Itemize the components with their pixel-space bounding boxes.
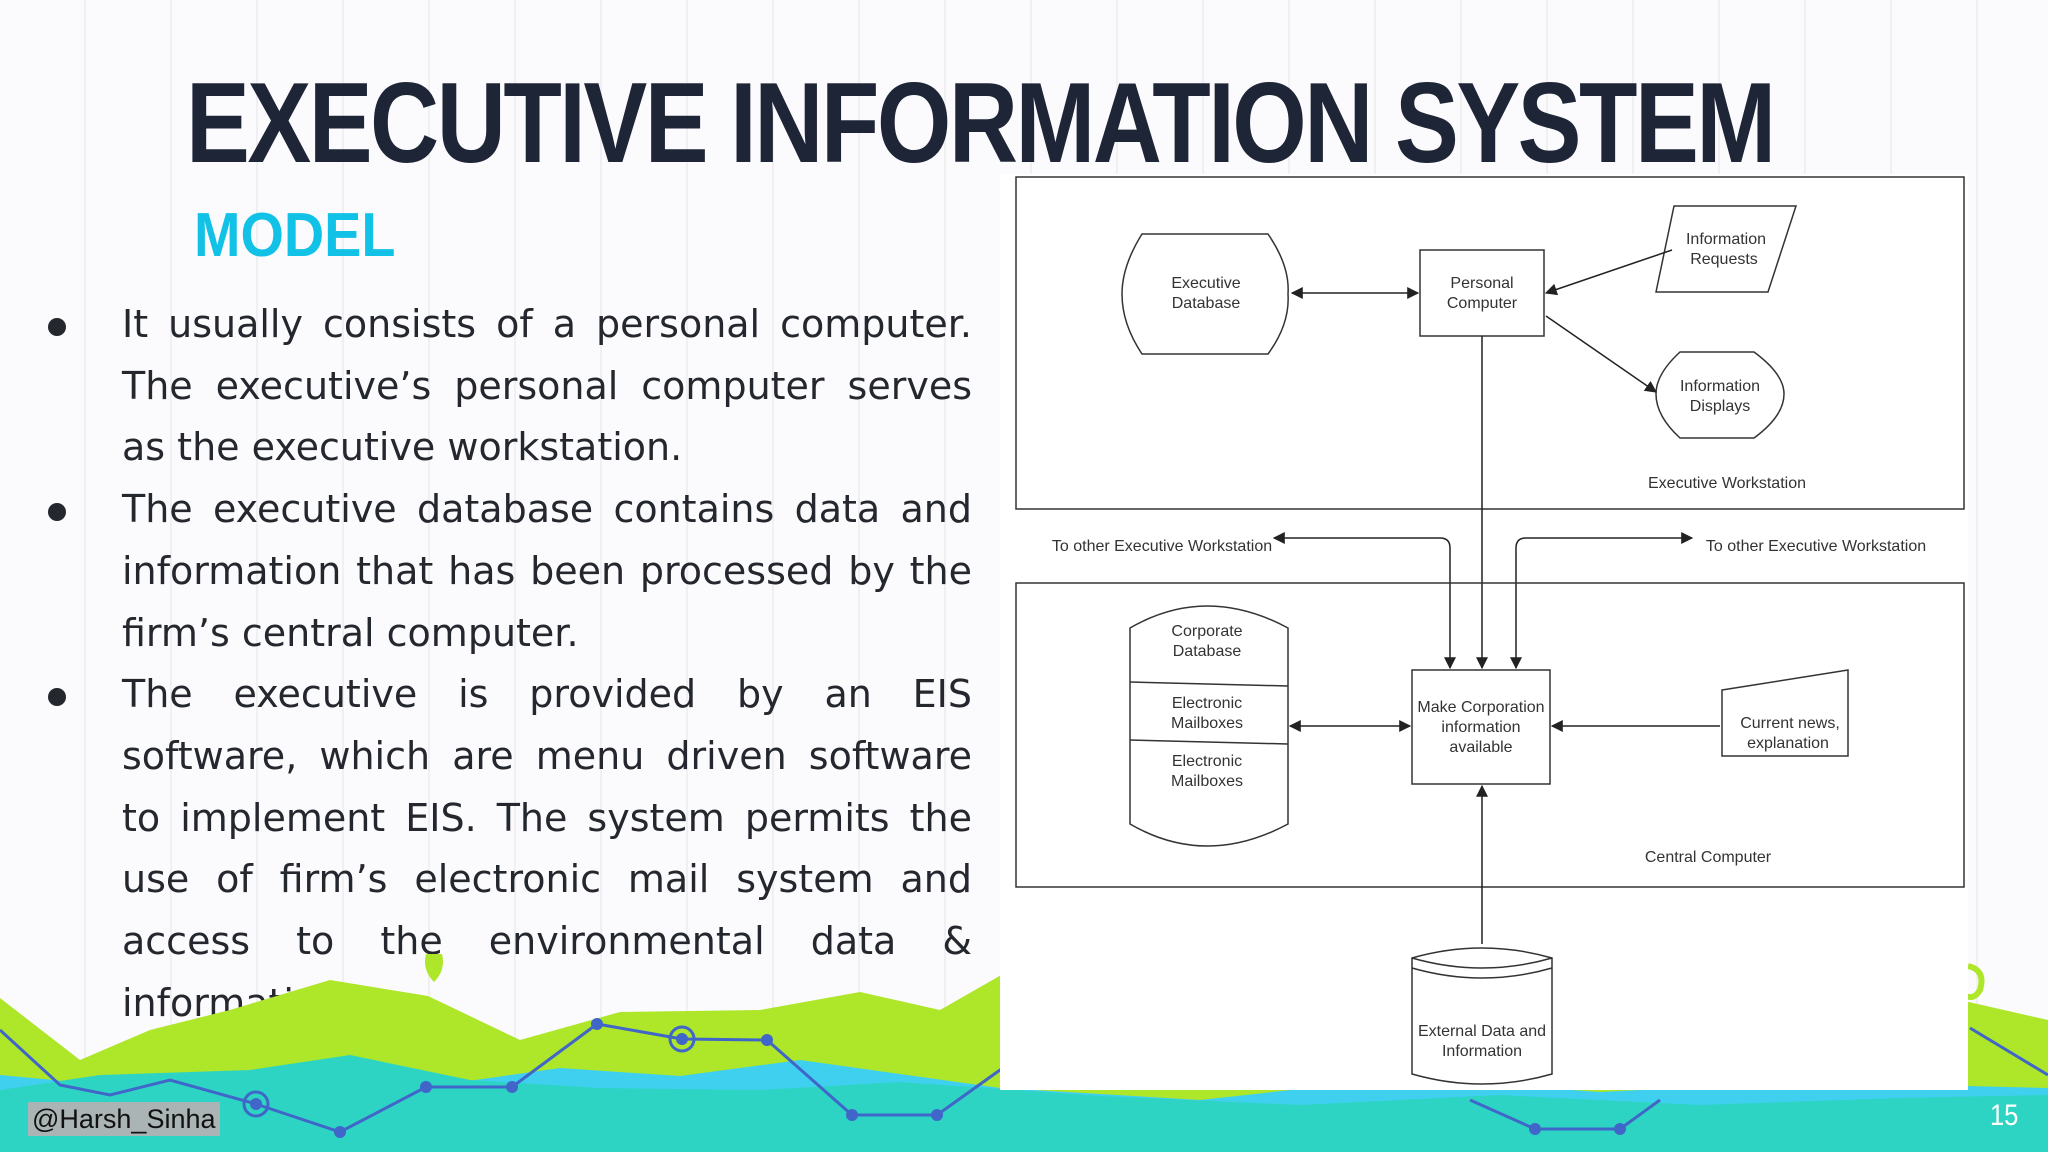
central-computer-box xyxy=(1015,582,1965,888)
current-news-label-2: explanation xyxy=(1747,735,1829,752)
central-computer-label: Central Computer xyxy=(1645,849,1772,866)
information-requests-label-1: Information xyxy=(1686,231,1766,248)
information-displays-label-1: Information xyxy=(1680,378,1760,395)
bullet-list: It usually consists of a personal comput… xyxy=(40,294,972,1034)
line-graph-right xyxy=(1969,1026,2048,1077)
arrow-right-workstation xyxy=(1510,532,1694,670)
current-news-label-1: Current news, xyxy=(1740,715,1840,732)
current-news-node xyxy=(1721,669,1849,757)
green-pin-icon xyxy=(425,954,443,982)
to-other-workstation-left: To other Executive Workstation xyxy=(1052,538,1272,555)
diagram-panel xyxy=(1000,174,1968,1090)
executive-workstation-label: Executive Workstation xyxy=(1648,475,1806,492)
information-displays-node xyxy=(1655,351,1785,439)
page-number: 15 xyxy=(1990,1099,2019,1132)
make-corporation-node xyxy=(1411,669,1551,785)
corporate-database-label-2: Database xyxy=(1173,643,1242,660)
eis-diagram: Executive Workstation Executive Database… xyxy=(1000,174,1968,1090)
executive-workstation-box xyxy=(1015,176,1965,510)
electronic-mailboxes-1-label-1: Electronic xyxy=(1172,695,1242,712)
line-graph xyxy=(0,1022,1081,1134)
to-other-workstation-right: To other Executive Workstation xyxy=(1706,538,1926,555)
information-requests-node xyxy=(1655,205,1798,293)
bullet-dot-icon xyxy=(48,688,66,707)
bullet-text: The executive is provided by an EIS soft… xyxy=(122,672,972,1025)
cylinder-rim xyxy=(1411,957,1553,969)
external-data-label-2: Information xyxy=(1442,1043,1522,1060)
cylinder-rim xyxy=(1411,967,1553,979)
slide-title: EXECUTIVE INFORMATION SYSTEM xyxy=(186,60,1776,187)
line-graph-mid xyxy=(1469,1098,1661,1131)
arrow-pc-displays xyxy=(1545,315,1657,393)
bullet-dot-icon xyxy=(48,503,66,522)
information-requests-label-2: Requests xyxy=(1690,251,1758,268)
bullet-item: The executive database contains data and… xyxy=(40,479,972,664)
bullet-text: It usually consists of a personal comput… xyxy=(122,302,972,470)
ring-marker-icon xyxy=(668,1025,696,1053)
electronic-mailboxes-1-label-2: Mailboxes xyxy=(1171,715,1243,732)
executive-database-node xyxy=(1121,233,1289,355)
make-corporation-label-1: Make Corporation xyxy=(1417,699,1544,716)
bullet-dot-icon xyxy=(48,318,66,336)
green-hook-icon xyxy=(1964,963,1985,1001)
divider xyxy=(1129,681,1289,687)
ring-marker-icon xyxy=(242,1090,270,1118)
bullet-text: The executive database contains data and… xyxy=(122,487,972,655)
footer-wave-graphic xyxy=(0,954,2048,1152)
bullet-item: It usually consists of a personal comput… xyxy=(40,294,972,479)
external-data-node xyxy=(1411,947,1553,1085)
personal-computer-label-1: Personal xyxy=(1450,275,1513,292)
corporate-database-label-1: Corporate xyxy=(1171,623,1242,640)
divider xyxy=(1129,739,1289,745)
personal-computer-label-2: Computer xyxy=(1447,295,1518,312)
arrow-requests-pc xyxy=(1544,249,1673,296)
electronic-mailboxes-2-label-1: Electronic xyxy=(1172,753,1242,770)
executive-database-label-2: Database xyxy=(1172,295,1241,312)
slide-subtitle: MODEL xyxy=(194,201,396,270)
information-displays-label-2: Displays xyxy=(1690,398,1750,415)
make-corporation-label-2: information xyxy=(1441,719,1520,736)
make-corporation-label-3: available xyxy=(1449,739,1512,756)
corporate-database-node xyxy=(1129,605,1289,847)
author-handle: @Harsh_Sinha xyxy=(28,1102,220,1136)
external-data-label-1: External Data and xyxy=(1418,1023,1546,1040)
electronic-mailboxes-2-label-2: Mailboxes xyxy=(1171,773,1243,790)
line-graph-points xyxy=(250,1018,1626,1138)
bullet-item: The executive is provided by an EIS soft… xyxy=(40,664,972,1034)
executive-database-label-1: Executive xyxy=(1171,275,1240,292)
arrow-left-workstation xyxy=(1272,532,1456,670)
